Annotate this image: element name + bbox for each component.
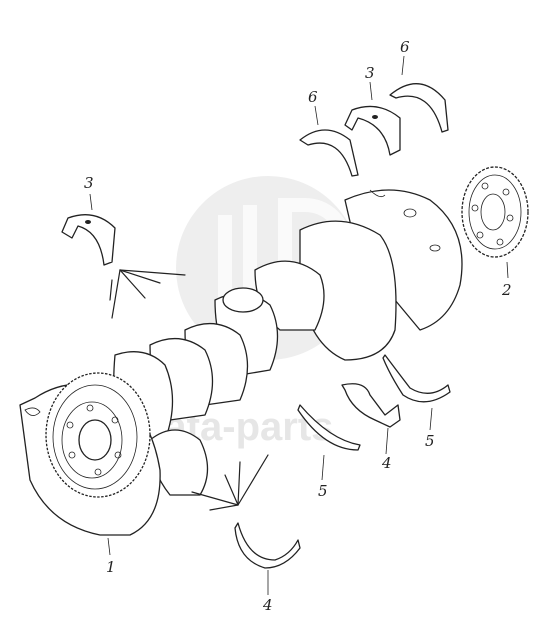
crankshaft [113, 189, 463, 496]
thrust-half-ring-6-lower [299, 129, 359, 177]
callout-labels: 3 6 3 6 2 1 5 4 5 4 [84, 38, 512, 614]
main-bearing-shell-4-bottom [234, 522, 301, 569]
arrows-bottom-bundle [191, 454, 269, 511]
timing-gear-2 [461, 166, 529, 258]
callout-1: 1 [106, 558, 116, 576]
callout-6-left: 6 [308, 88, 318, 106]
main-bearing-shell-5-lower-right [382, 354, 451, 403]
main-bearing-shell-3-left [61, 214, 116, 266]
callout-5-left: 5 [318, 482, 328, 500]
callout-2: 2 [501, 281, 512, 299]
callout-5-right: 5 [425, 432, 435, 450]
thrust-half-ring-4-mid [341, 383, 401, 428]
callout-6-top: 6 [400, 38, 410, 56]
flywheel-flange-1 [19, 372, 161, 536]
callout-4-mid: 4 [381, 454, 392, 472]
callout-3-top: 3 [365, 64, 375, 82]
arrows-left-bundle [109, 269, 186, 319]
thrust-half-ring-6-upper [389, 82, 449, 133]
leader-lines [89, 55, 509, 595]
callout-4-bottom: 4 [262, 596, 273, 614]
main-bearing-shell-5-lower-left [297, 404, 361, 451]
callout-3-left: 3 [84, 174, 94, 192]
main-bearing-shell-3-upper [344, 105, 401, 156]
